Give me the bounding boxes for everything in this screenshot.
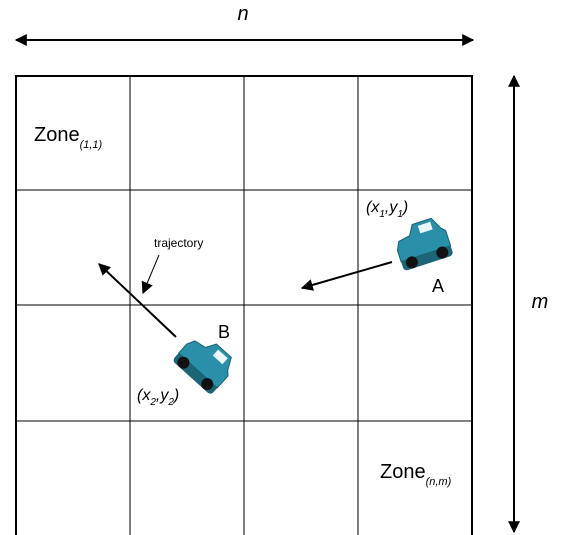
height-label-m: m: [532, 291, 549, 313]
zone-label-first: Zone(1,1): [34, 124, 103, 151]
car-b-window: [212, 349, 228, 365]
car-a-icon: [396, 217, 453, 271]
car-a-body: [396, 217, 452, 263]
car-b-trajectory-arrow: [98, 263, 177, 338]
car-a-wheel: [405, 256, 418, 269]
car-a-coordinate: (x1,y1): [366, 199, 408, 220]
car-b-label: B: [218, 322, 230, 342]
car-a: A (x1,y1): [366, 199, 453, 296]
car-a-label: A: [432, 276, 444, 296]
width-dimension: n: [14, 3, 475, 46]
car-a-wheel: [436, 246, 449, 259]
car-a-trajectory-arrow: [300, 261, 393, 291]
car-b-wheel: [177, 356, 190, 369]
zone-label-last: Zone(n,m): [380, 461, 452, 488]
height-dimension: m: [508, 74, 549, 534]
trajectory-label: trajectory: [154, 236, 203, 250]
car-b: B (x2,y2): [137, 322, 232, 408]
zone-grid: [15, 75, 473, 535]
car-b-icon: [173, 340, 232, 394]
car-a-window: [417, 221, 433, 234]
car-b-wheel: [201, 378, 214, 391]
trajectory-pointer-arrow: [141, 254, 160, 295]
trajectory-annotation: trajectory: [141, 236, 203, 295]
car-b-coordinate: (x2,y2): [137, 387, 179, 408]
width-label-n: n: [237, 3, 248, 25]
